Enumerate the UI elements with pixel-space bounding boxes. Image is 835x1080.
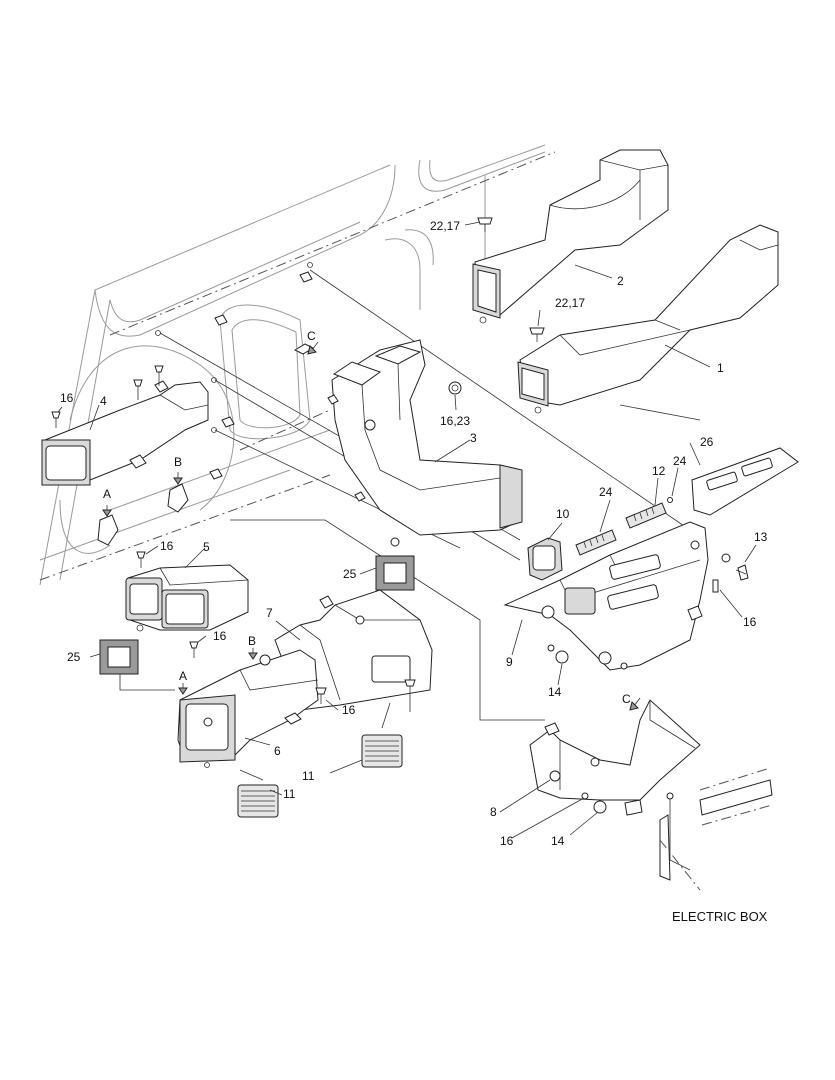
bezel-part-26 — [691, 447, 799, 516]
label-ref-b-upper: B — [174, 455, 182, 469]
label-ref-b-lower: B — [248, 634, 256, 648]
duct-part-3 — [327, 339, 523, 536]
screw-16-part7 — [315, 679, 416, 712]
clip-22-17-lower — [529, 327, 545, 342]
label-part-2: 2 — [617, 274, 624, 288]
duct-part-6 — [177, 649, 319, 768]
ref-c-arrow-lower — [629, 697, 641, 711]
label-part-11-right: 11 — [302, 769, 315, 783]
label-part-1: 1 — [717, 361, 724, 375]
label-part-16-lower: 16 — [500, 834, 514, 848]
label-part-11-left: 11 — [283, 787, 296, 801]
bracket-b-lower — [248, 648, 258, 660]
grille-part-11-right — [361, 734, 403, 768]
vent-part-10 — [527, 537, 563, 581]
vent-part-12 — [625, 502, 667, 529]
label-part-9: 9 — [506, 655, 513, 669]
ref-c-arrow-upper — [307, 341, 319, 355]
screw-16-part4 — [51, 411, 61, 428]
vent-part-24-left — [575, 529, 617, 556]
bracket-a-upper — [97, 505, 119, 546]
label-part-13: 13 — [754, 530, 768, 544]
clip-22-17-upper — [477, 217, 493, 232]
frame-fasteners — [155, 262, 315, 480]
label-ref-c-upper: C — [307, 329, 316, 343]
fastener-part-16-right — [712, 579, 719, 593]
fastener-16-23 — [448, 381, 462, 395]
duct-part-1 — [517, 224, 779, 414]
label-part-4: 4 — [100, 394, 107, 408]
label-part-12: 12 — [652, 464, 666, 478]
duct-part-2 — [472, 149, 669, 324]
label-ref-c-lower: C — [622, 692, 631, 706]
label-part-16-part7: 16 — [342, 703, 356, 717]
grille-part-25-left — [99, 639, 139, 675]
clip-part-13 — [735, 564, 749, 581]
label-part-10: 10 — [556, 507, 570, 521]
label-part-8: 8 — [490, 805, 497, 819]
grille-part-25-right — [375, 555, 415, 591]
clip-part-24-right — [667, 497, 673, 503]
panel-part-9 — [503, 521, 709, 671]
electric-box-rails — [624, 767, 773, 891]
callout-labels: 1 2 3 4 5 6 7 8 9 10 11 11 12 13 14 14 1… — [60, 219, 768, 848]
label-part-14-lower: 14 — [551, 834, 565, 848]
label-part-16-part5: 16 — [160, 539, 174, 553]
screw-16-part6 — [189, 641, 199, 658]
screw-16-part5 — [136, 551, 146, 568]
label-part-16-part6: 16 — [213, 629, 227, 643]
label-ref-a-upper: A — [103, 487, 111, 501]
bracket-b-upper — [167, 472, 189, 513]
label-part-16-right: 16 — [743, 615, 757, 629]
label-part-25-left: 25 — [67, 650, 81, 664]
label-part-22-17-lower: 22,17 — [555, 296, 585, 310]
cab-frame-outline — [39, 144, 556, 586]
duct-part-5 — [125, 564, 249, 632]
bracket-a-lower — [178, 683, 188, 695]
label-part-7: 7 — [266, 606, 273, 620]
label-ref-a-lower: A — [179, 669, 187, 683]
label-part-14-upper: 14 — [548, 685, 562, 699]
label-part-3: 3 — [470, 431, 477, 445]
duct-part-4 — [41, 380, 209, 486]
label-part-6: 6 — [274, 744, 281, 758]
grille-part-11-left — [237, 784, 279, 818]
label-part-22-17-upper: 22,17 — [430, 219, 460, 233]
panel-part-8 — [529, 699, 701, 881]
label-part-24-left: 24 — [599, 485, 613, 499]
label-part-24-right: 24 — [673, 454, 687, 468]
callout-leaders — [57, 221, 757, 839]
cap-part-14-upper — [547, 644, 628, 670]
label-part-5: 5 — [203, 540, 210, 554]
fastener-near-13 — [721, 553, 731, 563]
electric-box-caption: ELECTRIC BOX — [672, 909, 768, 924]
screw-16-frame — [133, 365, 400, 547]
label-part-26: 26 — [700, 435, 714, 449]
label-part-16-23: 16,23 — [440, 414, 470, 428]
label-part-25-right: 25 — [343, 567, 357, 581]
label-part-16-part4: 16 — [60, 391, 74, 405]
